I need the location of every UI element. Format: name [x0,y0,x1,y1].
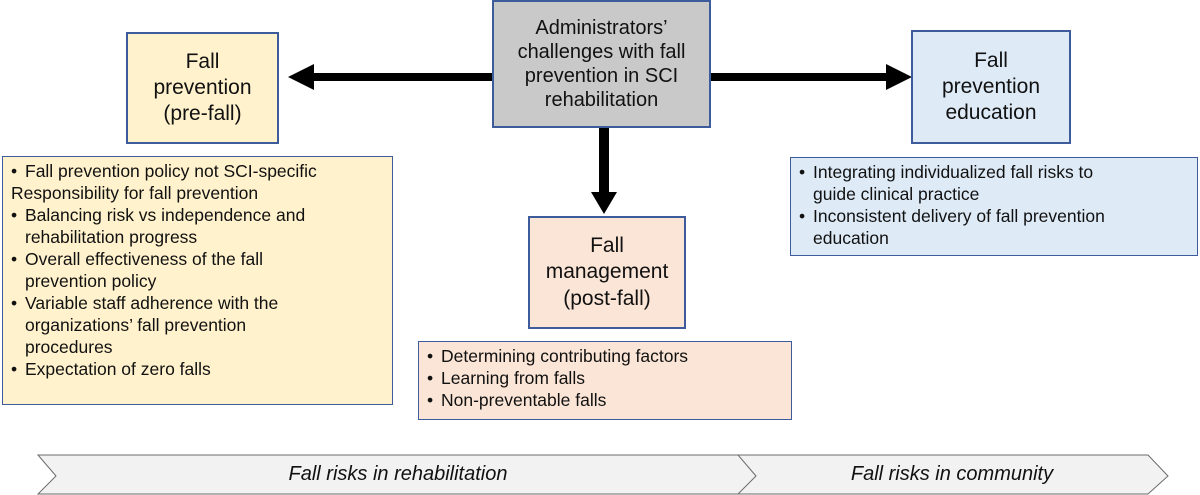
list-item-line: procedures [25,337,113,357]
education-title-line: Fall [974,48,1008,72]
education-header-box: Fall prevention education [911,30,1071,144]
list-item-line: Inconsistent delivery of fall prevention [813,206,1105,226]
prevention-header-box: Fall prevention (pre-fall) [126,32,279,144]
management-title-line: (post-fall) [563,286,651,310]
list-item-line: Fall prevention policy not SCI-specific [25,161,317,181]
management-title-line: management [545,260,669,284]
list-item-line: Variable staff adherence with the [25,293,279,313]
list-item-line: Non-preventable falls [441,390,607,410]
chevron-community [736,454,1169,495]
list-item: Expectation of zero falls [11,358,386,380]
rehabilitation-risk-label: Fall risks in rehabilitation [288,463,508,485]
list-item-line: prevention policy [25,271,157,291]
center-challenges-box: Administrators’ challenges with fall pre… [492,0,711,128]
list-item-line: Determining contributing factors [441,346,689,366]
list-item: Variable staff adherence with the organi… [11,292,386,358]
list-item: Fall prevention policy not SCI-specific … [11,160,386,204]
list-item-line: guide clinical practice [813,184,980,204]
list-item-line: rehabilitation progress [25,227,198,247]
management-list: Determining contributing factors Learnin… [418,341,792,420]
center-title-line: rehabilitation [544,89,659,111]
education-title-line: education [945,101,1037,125]
list-item-line: Responsibility for fall prevention [11,183,259,203]
list-item: Inconsistent delivery of fall prevention… [799,205,1191,249]
center-challenges-title: Administrators’ challenges with fall pre… [518,16,686,112]
list-item-line: Integrating individualized fall risks to [813,162,1094,182]
list-item: Learning from falls [427,367,785,389]
list-item-line: education [813,228,889,248]
management-header-box: Fall management (post-fall) [528,216,686,329]
community-risk-label: Fall risks in community [850,463,1054,485]
arrow-to-management [591,128,617,214]
education-title-line: prevention [941,74,1041,98]
list-item-line: Learning from falls [441,368,585,388]
list-item: Integrating individualized fall risks to… [799,161,1191,205]
prevention-title-line: prevention [153,75,252,99]
prevention-title-line: Fall [185,49,220,73]
center-title-line: Administrators’ [535,17,668,39]
education-title: Fall prevention education [942,48,1040,127]
list-item: Determining contributing factors [427,345,785,367]
list-item-line: Overall effectiveness of the fall [25,249,263,269]
list-item: Non-preventable falls [427,389,785,411]
management-title: Fall management (post-fall) [546,233,669,312]
center-title-line: prevention in SCI [524,65,679,87]
list-item-line: Balancing risk vs independence and [25,205,306,225]
list-item: Balancing risk vs independence and rehab… [11,204,386,248]
management-title-line: Fall [590,234,624,258]
prevention-list: Fall prevention policy not SCI-specific … [2,156,393,405]
education-list: Integrating individualized fall risks to… [790,157,1198,256]
prevention-title-line: (pre-fall) [163,102,242,126]
list-item-line: Expectation of zero falls [25,359,211,379]
arrow-to-education [710,64,912,90]
list-item: Overall effectiveness of the fall preven… [11,248,386,292]
center-title-line: challenges with fall [517,41,686,63]
list-item-line: organizations’ fall prevention [25,315,247,335]
prevention-title: Fall prevention (pre-fall) [153,49,251,128]
arrow-to-prevention [288,64,492,90]
